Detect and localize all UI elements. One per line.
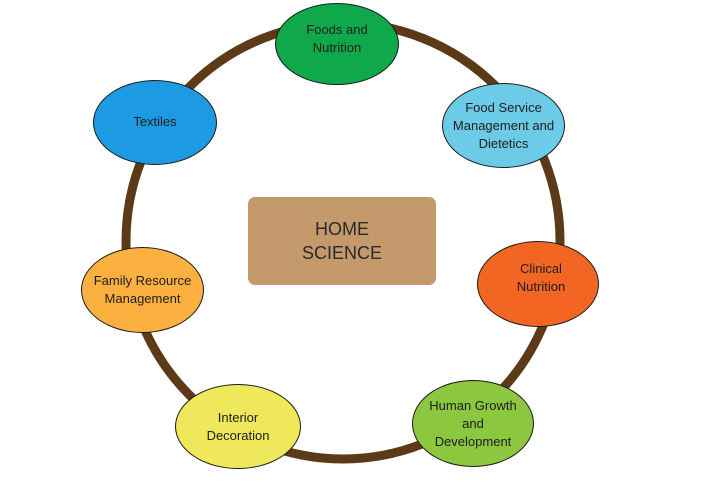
node-label-line: Decoration [206,427,270,443]
node-label-line: Development [434,433,512,449]
node-clinical-nutrition: Clinical Nutrition [477,241,599,327]
node-label-line: Foods and [306,22,368,37]
node-human-growth: Human Growth and Development [412,380,534,467]
node-label-line: and [462,415,484,431]
node-textiles: Textiles [93,80,217,165]
node-family-resource: Family Resource Management [81,247,204,333]
node-label-line: Nutrition [312,40,362,55]
node-label-line: Management and [452,117,555,133]
center-title-line: HOME [315,219,369,239]
node-label-line: Dietetics [478,135,529,151]
node-foods-and-nutrition: Foods and Nutrition [275,3,399,85]
node-food-service: Food Service Management and Dietetics [442,83,565,168]
node-label-line: Clinical [520,261,562,276]
node-interior-decoration: Interior Decoration [175,384,301,469]
node-label-line: Management [104,291,181,306]
node-label-line: Nutrition [516,279,566,294]
node-label-line: Textiles [133,113,177,129]
center-title-line: SCIENCE [301,243,382,263]
node-label-line: Human Growth [429,397,517,413]
center-title-box: HOME SCIENCE [248,197,436,285]
node-label-line: Food Service [465,99,542,115]
node-label-line: Interior [217,409,259,425]
node-label-line: Family Resource [93,273,192,288]
